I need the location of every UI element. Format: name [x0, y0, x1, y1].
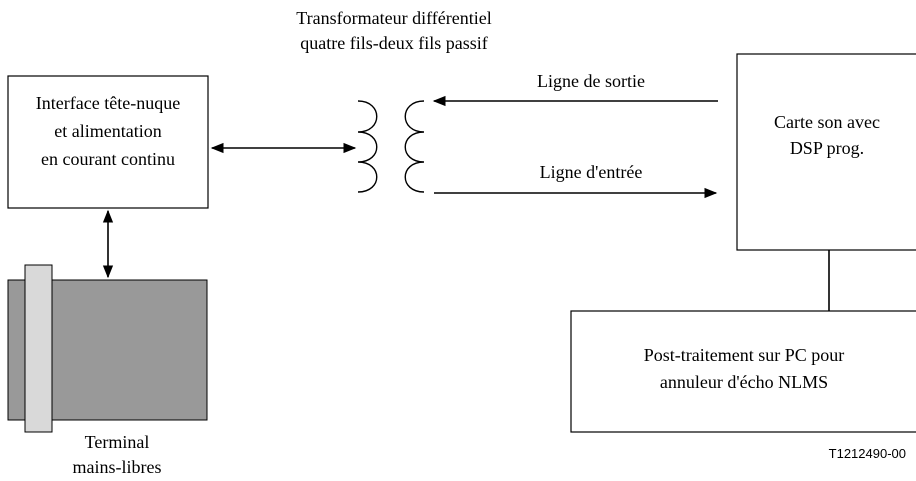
sound-card-box-line1: Carte son avec — [774, 112, 880, 132]
interface-box-line2: et alimentation — [54, 121, 161, 141]
terminal-label-line2: mains-libres — [73, 457, 162, 477]
transformer-title-line1: Transformateur différentiel — [296, 8, 491, 28]
interface-box: Interface tête-nuque et alimentation en … — [7, 75, 209, 209]
interface-box-line1: Interface tête-nuque — [36, 93, 180, 113]
postprocessing-box-line2: annuleur d'écho NLMS — [660, 372, 828, 392]
interface-box-line3: en courant continu — [41, 149, 175, 169]
transformer-title-line2: quatre fils-deux fils passif — [300, 33, 487, 53]
output-line-label: Ligne de sortie — [537, 71, 645, 91]
hands-free-terminal — [7, 264, 208, 433]
terminal-label-line1: Terminal — [85, 432, 150, 452]
sound-card-box: Carte son avec DSP prog. — [736, 53, 916, 251]
postprocessing-box: Post-traitement sur PC pour annuleur d'é… — [570, 310, 916, 433]
sound-card-box-line2: DSP prog. — [790, 138, 864, 158]
transformer-coils-icon — [357, 100, 425, 193]
postprocessing-box-line1: Post-traitement sur PC pour — [644, 345, 845, 365]
figure-code: T1212490-00 — [829, 446, 906, 461]
input-line-label: Ligne d'entrée — [540, 162, 643, 182]
terminal-stand — [24, 264, 53, 433]
